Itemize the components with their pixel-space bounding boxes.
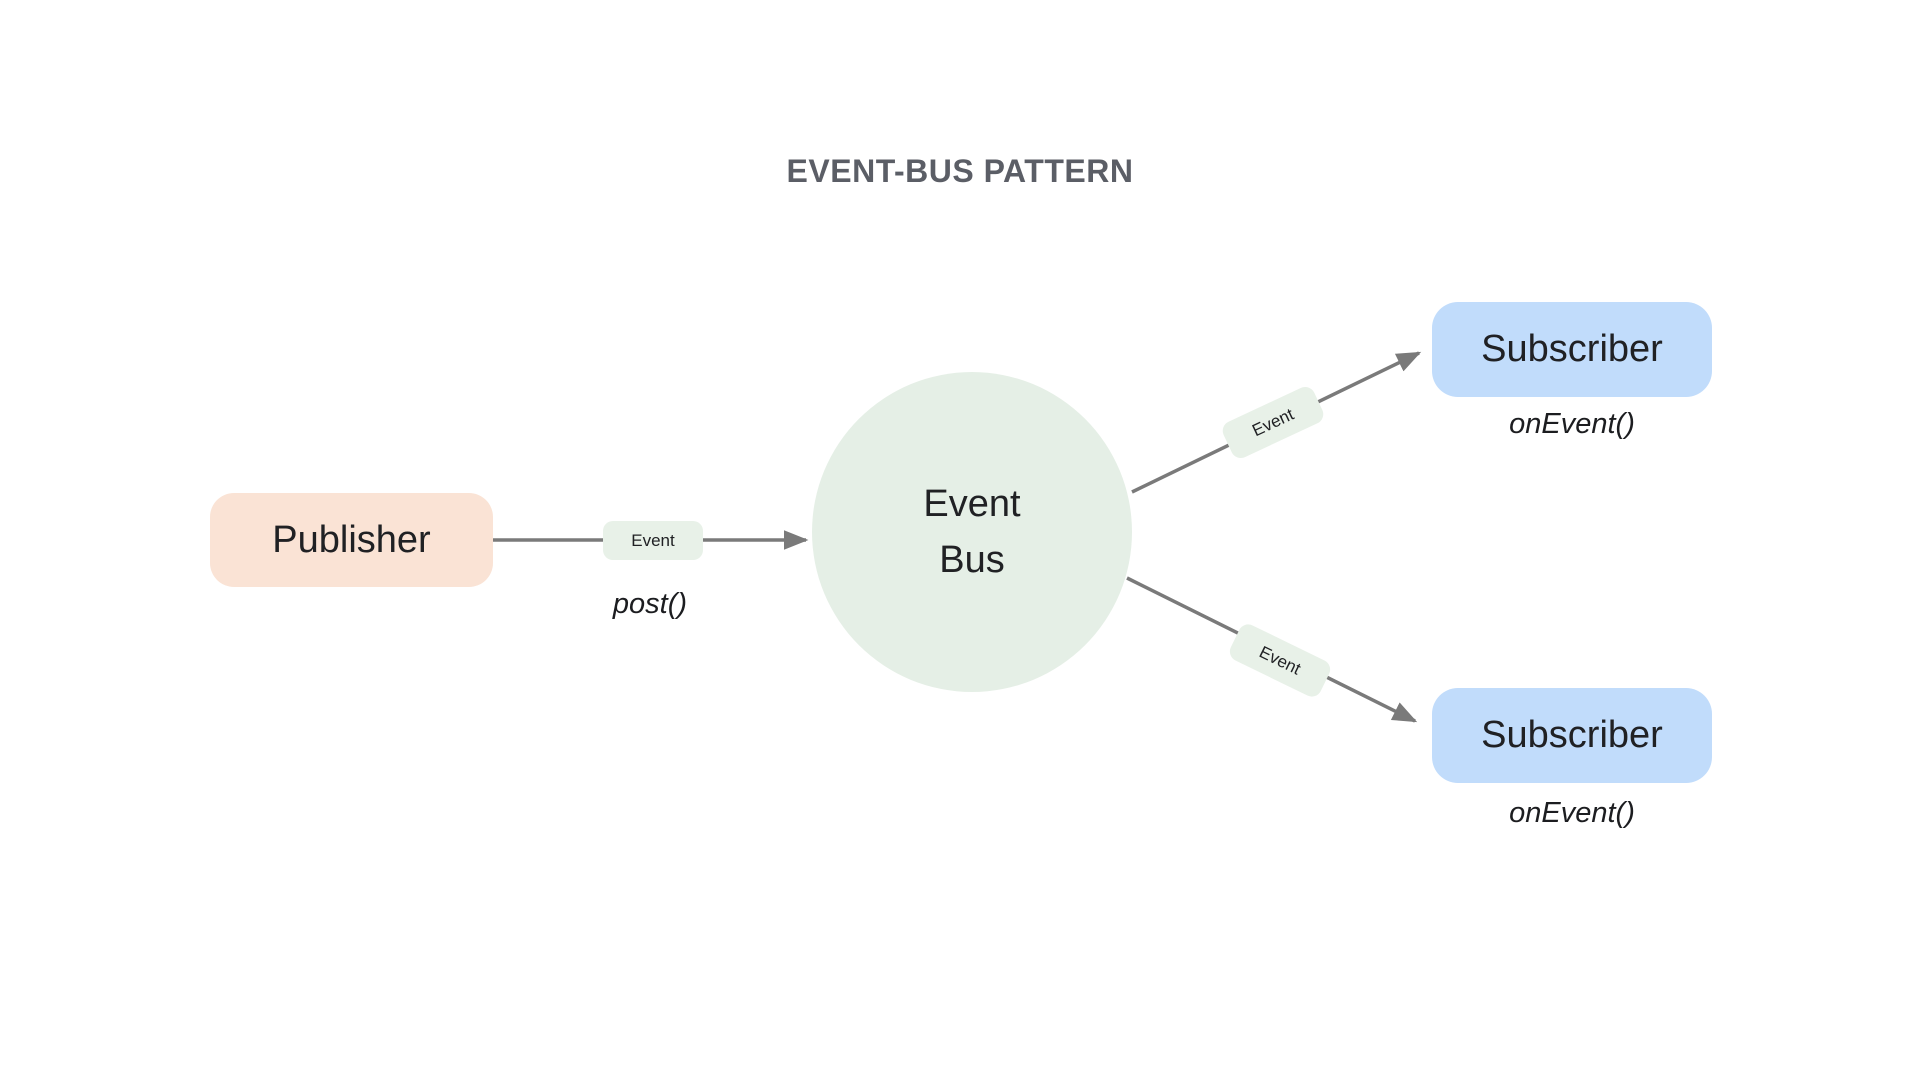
subscriber-bottom-method-annotation: onEvent() [1509, 797, 1635, 829]
event-bus-label: Event Bus [923, 483, 1021, 581]
subscriber-label: Subscriber [1481, 328, 1663, 370]
subscriber-top-node: Subscriber [1432, 302, 1712, 397]
subscriber-bottom-node: Subscriber [1432, 688, 1712, 783]
publisher-label: Publisher [272, 518, 431, 561]
publisher-node: Publisher [210, 493, 493, 587]
event-bus-node: Event Bus [812, 372, 1132, 692]
event-label-publisher-edge: Event [603, 521, 703, 560]
diagram-title: EVENT-BUS PATTERN [786, 153, 1134, 189]
publisher-method-annotation: post() [612, 588, 688, 620]
subscriber-top-method-annotation: onEvent() [1509, 408, 1635, 440]
event-label-text: Event [631, 530, 675, 550]
event-label-text: Event [1256, 641, 1304, 679]
event-label-text: Event [1249, 404, 1297, 440]
subscriber-label: Subscriber [1481, 714, 1663, 756]
